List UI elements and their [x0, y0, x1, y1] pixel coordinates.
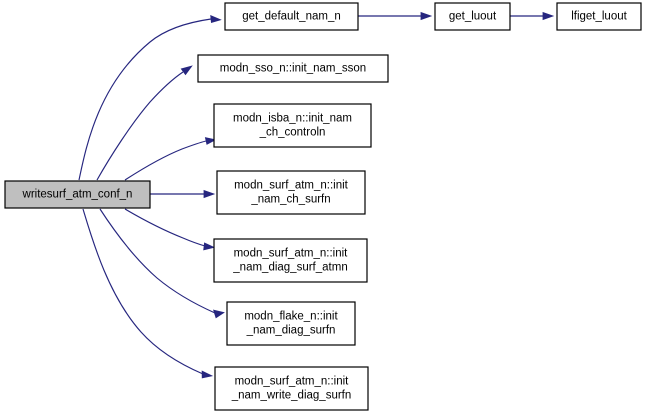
node-box[interactable]: [197, 54, 389, 83]
arrowhead-icon: [203, 242, 216, 251]
edge-writesurf_atm_conf_n-to-modn_flake_n::init_nam_diag_surfn: [99, 208, 225, 319]
arrowhead-icon: [201, 370, 214, 379]
node-label: modn_flake_n::init: [244, 311, 338, 323]
node-box[interactable]: [224, 2, 359, 31]
node-label: writesurf_atm_conf_n: [22, 189, 133, 201]
edge-line: [78, 18, 212, 181]
node-writesurf_atm_conf_n[interactable]: writesurf_atm_conf_n: [4, 180, 151, 209]
node-get_luout[interactable]: get_luout: [434, 2, 511, 31]
node-modn_isba_n::init_nam_ch_controln[interactable]: modn_isba_n::init_nam_ch_controln: [213, 103, 372, 148]
node-label: modn_sso_n::init_nam_sson: [220, 63, 366, 75]
edge-line: [124, 208, 206, 247]
node-box[interactable]: [556, 2, 642, 31]
edge-line: [124, 140, 207, 181]
node-box[interactable]: [214, 366, 369, 411]
edges-layer: [78, 11, 555, 379]
node-modn_surf_atm_n::init_nam_ch_surfn[interactable]: modn_surf_atm_n::init_nam_ch_surfn: [216, 170, 366, 215]
node-modn_sso_n::init_nam_sson[interactable]: modn_sso_n::init_nam_sson: [197, 54, 389, 83]
arrowhead-icon: [210, 14, 222, 24]
node-get_default_nam_n[interactable]: get_default_nam_n: [224, 2, 359, 31]
arrowhead-icon: [203, 189, 216, 199]
node-modn_surf_atm_n::init_nam_diag_surf_atmn[interactable]: modn_surf_atm_n::init_nam_diag_surf_atmn: [213, 238, 368, 283]
node-label: _nam_diag_surfn: [246, 325, 336, 337]
arrowhead-icon: [542, 11, 555, 21]
node-modn_surf_atm_n::init_nam_write_diag_surfn[interactable]: modn_surf_atm_n::init_nam_write_diag_sur…: [214, 366, 369, 411]
edge-writesurf_atm_conf_n-to-get_default_nam_n: [78, 14, 222, 181]
node-label: modn_isba_n::init_nam: [233, 113, 352, 125]
edge-line: [82, 208, 204, 375]
edge-writesurf_atm_conf_n-to-modn_surf_atm_n::init_nam_ch_surfn: [150, 189, 216, 199]
node-label: _nam_write_diag_surfn: [231, 390, 352, 402]
node-label: _nam_diag_surf_atmn: [232, 262, 347, 274]
node-lfiget_luout[interactable]: lfiget_luout: [556, 2, 642, 31]
edge-writesurf_atm_conf_n-to-modn_surf_atm_n::init_nam_write_diag_surfn: [82, 208, 214, 379]
node-label: get_default_nam_n: [242, 11, 340, 23]
edge-get_luout-to-lfiget_luout: [510, 11, 555, 21]
nodes-layer: writesurf_atm_conf_n get_default_nam_nmod…: [4, 2, 642, 411]
node-box[interactable]: [4, 180, 151, 209]
edge-writesurf_atm_conf_n-to-modn_sso_n::init_nam_sson: [96, 65, 193, 181]
node-modn_flake_n::init_nam_diag_surfn[interactable]: modn_flake_n::init_nam_diag_surfn: [226, 301, 356, 346]
edge-line: [96, 71, 184, 181]
node-label: modn_surf_atm_n::init: [234, 180, 349, 192]
node-box[interactable]: [434, 2, 511, 31]
node-label: modn_surf_atm_n::init: [235, 376, 350, 388]
arrowhead-icon: [204, 137, 217, 145]
node-box[interactable]: [226, 301, 356, 346]
node-label: _nam_ch_surfn: [250, 194, 330, 206]
node-label: lfiget_luout: [571, 11, 627, 23]
arrowhead-icon: [213, 309, 225, 319]
node-box[interactable]: [213, 103, 372, 148]
node-label: get_luout: [449, 11, 497, 23]
node-box[interactable]: [216, 170, 366, 215]
edge-line: [99, 208, 216, 314]
node-label: modn_surf_atm_n::init: [234, 248, 349, 260]
edge-get_default_nam_n-to-get_luout: [358, 11, 433, 21]
node-box[interactable]: [213, 238, 368, 283]
edge-writesurf_atm_conf_n-to-modn_isba_n::init_nam_ch_controln: [124, 137, 217, 181]
node-label: _ch_controln: [259, 127, 326, 139]
edge-writesurf_atm_conf_n-to-modn_surf_atm_n::init_nam_diag_surf_atmn: [124, 208, 216, 251]
arrowhead-icon: [420, 11, 433, 21]
arrowhead-icon: [180, 65, 193, 76]
